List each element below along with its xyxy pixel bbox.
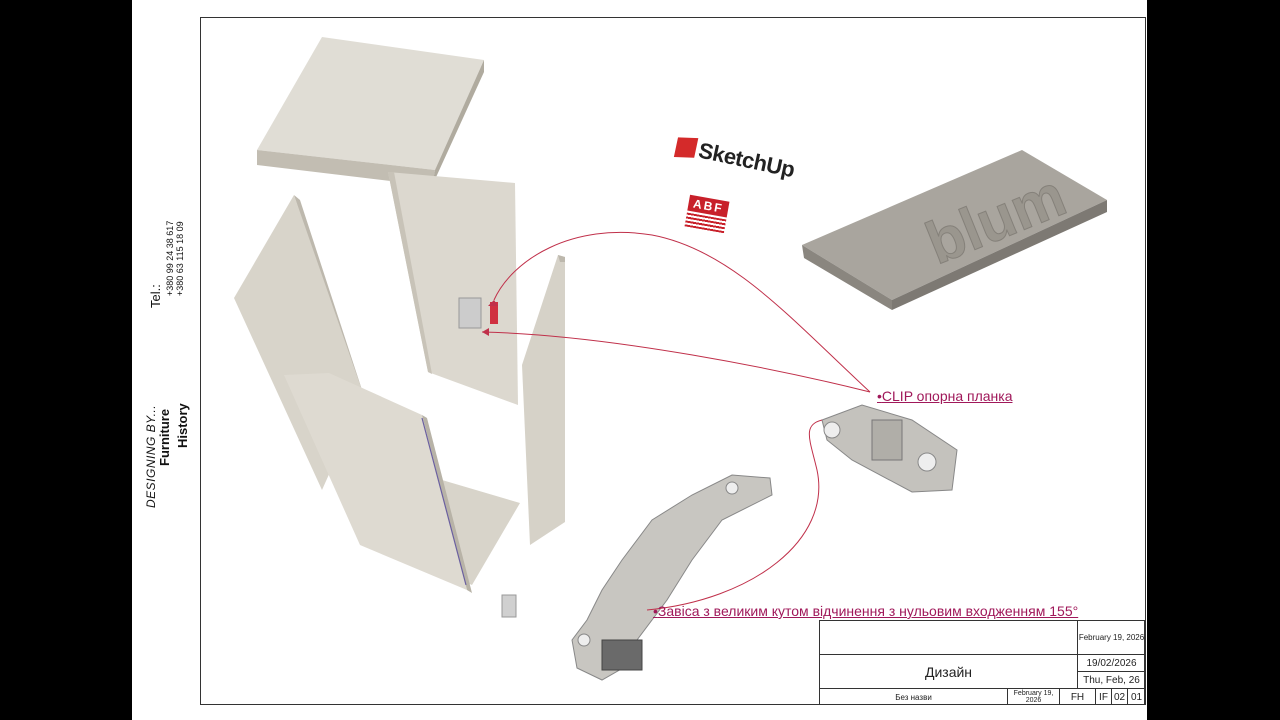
title-block-sheet-no: 02: [1112, 689, 1128, 705]
title-block-title: Дизайн: [820, 655, 1078, 689]
callout-clip-text: CLIP опорна планка: [881, 388, 1013, 404]
mounting-plate-on-panel[interactable]: [458, 297, 498, 329]
title-block-blank: [820, 621, 1078, 655]
sketchup-icon: [673, 137, 699, 158]
cabinet-door[interactable]: [284, 373, 472, 593]
title-block-name: Без назви: [820, 689, 1008, 705]
title-block-date-long: February 19, 2026: [1078, 621, 1145, 655]
abf-logo: ABF: [684, 194, 730, 234]
cabinet-back-panel[interactable]: [388, 172, 518, 405]
cabinet-top-panel[interactable]: [257, 37, 484, 186]
cabinet-right-panel[interactable]: [522, 255, 565, 545]
title-block-code1: FH: [1060, 689, 1096, 705]
callout-clip-plate[interactable]: •CLIP опорна планка: [877, 388, 1013, 404]
hinge-cup-small[interactable]: [501, 594, 517, 618]
hinge-155-degree[interactable]: [571, 474, 773, 681]
blum-cover-cap-icon: blum: [802, 150, 1107, 310]
title-block-sheet-total: 01: [1130, 691, 1143, 703]
title-block-date-small: February 19, 2026: [1008, 689, 1060, 705]
clip-mounting-plate[interactable]: [821, 404, 958, 493]
title-block-code2: IF: [1096, 689, 1112, 705]
title-block-date-weekday: Thu, Feb, 26: [1078, 672, 1145, 689]
title-block-date-short: 19/02/2026: [1078, 655, 1145, 672]
drawing-sheet: Tel.: +380 99 24 38 617 +380 63 115 18 0…: [132, 0, 1147, 720]
title-block: February 19, 2026 Дизайн 19/02/2026 Thu,…: [819, 620, 1145, 705]
drawing-frame: [200, 17, 1146, 705]
callout-hinge[interactable]: •Завіса з великим кутом відчинення з нул…: [653, 603, 1079, 619]
callout-hinge-text: Завіса з великим кутом відчинення з нуль…: [657, 603, 1079, 619]
exploded-cabinet-drawing: blum: [234, 37, 1107, 681]
leader-lines: [481, 231, 871, 611]
